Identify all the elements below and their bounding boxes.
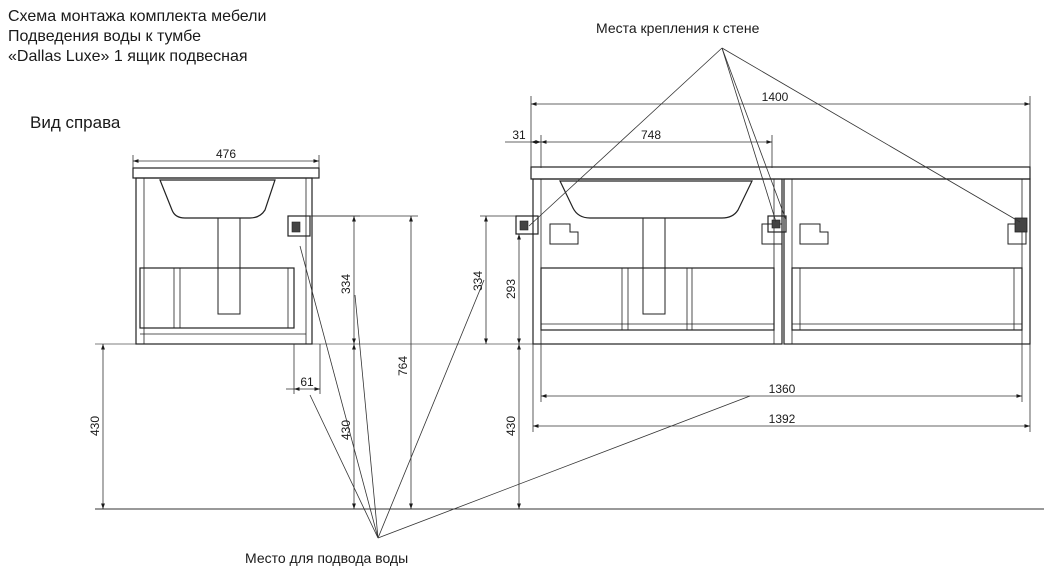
water-supply-callout: Место для подвода воды <box>245 550 409 566</box>
side-view-cabinet <box>132 167 320 345</box>
dim-front-edge-offset-label: 31 <box>512 128 526 142</box>
title-line-1: Схема монтажа комплекта мебели <box>8 8 267 25</box>
water-supply-leaders <box>299 245 751 539</box>
title-line-2: Подведения воды к тумбе <box>8 28 201 45</box>
dim-front-basin-span-label: 748 <box>641 128 661 142</box>
dim-side-total-height: 764 <box>312 215 418 509</box>
dim-side-water-height: 334 <box>306 215 360 344</box>
side-view-label: Вид справа <box>30 113 121 132</box>
dim-side-water-height-label: 334 <box>339 274 353 294</box>
dim-side-water-floor-label: 430 <box>339 420 353 440</box>
dim-front-total-width-label: 1400 <box>762 90 789 104</box>
title-line-3: «Dallas Luxe» 1 ящик подвесная <box>8 48 248 65</box>
dim-front-floor-height: 430 <box>504 344 521 509</box>
dim-side-pipe-offset-label: 61 <box>300 375 314 389</box>
dim-side-floor-height: 430 <box>88 344 105 509</box>
dim-front-water-height-label: 334 <box>471 271 485 291</box>
wall-mount-callout: Места крепления к стене <box>596 20 760 36</box>
dim-side-pipe-offset: 61 <box>286 344 321 394</box>
dim-side-floor-height-label: 430 <box>88 416 102 436</box>
dim-front-mount-height-label: 293 <box>504 279 518 299</box>
dim-front-body-width: 1392 <box>532 344 1031 432</box>
dim-front-basin-span: 31 748 <box>505 128 773 168</box>
dim-side-total-height-label: 764 <box>396 356 410 376</box>
dim-front-mount-height: 293 <box>504 234 521 344</box>
dim-side-water-floor: 430 <box>339 344 356 509</box>
dim-side-width-label: 476 <box>216 147 236 161</box>
wall-mount-leaders <box>528 47 1021 227</box>
dim-front-floor-height-label: 430 <box>504 416 518 436</box>
dim-front-body-width-label: 1392 <box>769 412 796 426</box>
drawing-title: Схема монтажа комплекта мебели Подведени… <box>8 7 266 67</box>
dim-front-total-width: 1400 <box>530 90 1031 167</box>
dim-front-inner-width: 1360 <box>540 344 1023 402</box>
front-view-cabinet <box>515 166 1031 345</box>
dim-side-width: 476 <box>132 147 320 168</box>
dim-front-inner-width-label: 1360 <box>769 382 796 396</box>
